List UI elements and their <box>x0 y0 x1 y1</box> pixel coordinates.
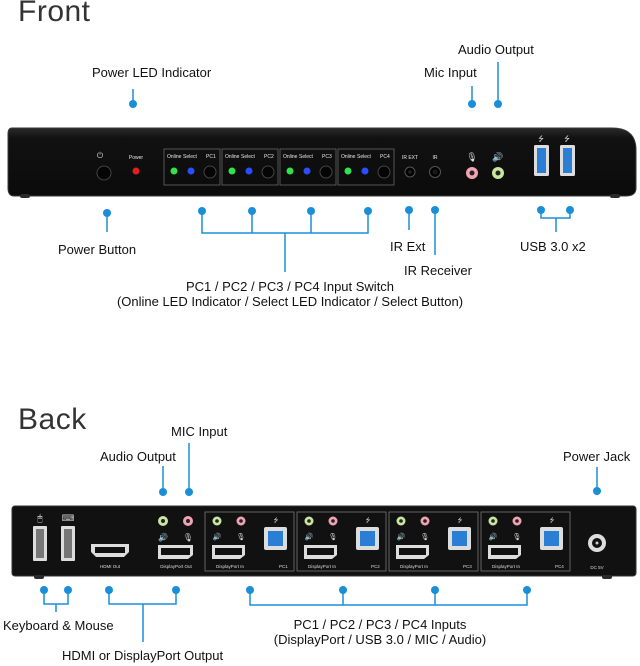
label-power-jack: Power Jack <box>563 449 631 464</box>
label-back-mic-input: MIC Input <box>171 424 228 439</box>
svg-text:PC1: PC1 <box>279 564 288 569</box>
svg-text:IR EXT: IR EXT <box>402 155 418 161</box>
svg-text:🔊: 🔊 <box>305 532 314 541</box>
svg-text:Online: Online <box>167 154 182 160</box>
label-hdmi-dp-output: HDMI or DisplayPort Output <box>62 648 224 663</box>
usb-icon: ⭍ <box>538 135 544 143</box>
svg-text:🎙: 🎙 <box>237 533 246 541</box>
pc-switch-group-4: Online Select PC4 <box>337 148 395 186</box>
svg-text:DisplayPort In: DisplayPort In <box>216 564 245 569</box>
svg-text:🎙: 🎙 <box>513 533 522 541</box>
hdmi-out-port: HDMI Out <box>91 544 129 569</box>
pc-input-group-4: 🔊 🎙 ⭍ DisplayPort In PC4 <box>480 511 571 572</box>
dc-power-jack-hw: DC 5V <box>588 534 606 570</box>
ir-receiver-hw: IR <box>429 155 441 178</box>
label-back-audio-output: Audio Output <box>100 449 176 464</box>
speaker-icon: 🔊 <box>158 532 168 542</box>
label-power-led-indicator: Power LED Indicator <box>92 65 212 80</box>
svg-text:PC4: PC4 <box>555 564 564 569</box>
label-front-mic-input: Mic Input <box>424 65 477 80</box>
power-button-hw: ⏻ <box>96 151 112 181</box>
svg-text:PC2: PC2 <box>264 154 274 160</box>
svg-text:Online: Online <box>283 154 298 160</box>
svg-text:Select: Select <box>299 154 314 160</box>
svg-text:HDMI Out: HDMI Out <box>100 564 121 569</box>
mouse-icon: 🖱 <box>37 513 43 523</box>
svg-text:🎙: 🎙 <box>329 533 338 541</box>
svg-text:🔊: 🔊 <box>489 532 498 541</box>
front-heading: Front <box>18 0 91 28</box>
svg-text:Online: Online <box>225 154 240 160</box>
front-audio-jack-hw: 🔊 <box>492 151 504 179</box>
speaker-icon: 🔊 <box>492 151 503 163</box>
usb-icon: ⭍ <box>564 135 570 143</box>
svg-text:PC3: PC3 <box>322 154 332 160</box>
svg-text:PC1: PC1 <box>206 154 216 160</box>
label-keyboard-mouse: Keyboard & Mouse <box>3 618 114 633</box>
svg-text:Online: Online <box>341 154 356 160</box>
label-pc-inputs: PC1 / PC2 / PC3 / PC4 Inputs <box>293 617 467 632</box>
svg-text:Select: Select <box>241 154 256 160</box>
pc-switch-group-1: Online Select PC1 <box>163 148 221 186</box>
label-ir-ext: IR Ext <box>390 239 426 254</box>
svg-text:🔊: 🔊 <box>213 532 222 541</box>
label-ir-receiver: IR Receiver <box>404 263 472 278</box>
back-heading: Back <box>18 403 87 436</box>
back-callouts <box>40 443 601 642</box>
ir-ext-port-hw: IR EXT <box>402 155 418 178</box>
front-callouts <box>103 62 574 272</box>
keyboard-icon: ⌨ <box>62 513 75 523</box>
power-symbol-icon: ⏻ <box>97 151 104 160</box>
label-pc-input-switch: PC1 / PC2 / PC3 / PC4 Input Switch <box>185 279 395 294</box>
mic-icon: 🎙 <box>466 152 477 162</box>
svg-text:⭍: ⭍ <box>458 516 463 524</box>
svg-text:Select: Select <box>357 154 372 160</box>
label-front-audio-output: Audio Output <box>458 42 534 57</box>
power-led-text: Power <box>129 155 144 161</box>
dp-out-port: 🔊 🎙 DisplayPort Out <box>158 516 193 569</box>
label-pc-inputs-detail: (DisplayPort / USB 3.0 / MIC / Audio) <box>273 632 487 647</box>
front-chassis <box>7 127 637 198</box>
svg-text:Select: Select <box>183 154 198 160</box>
svg-text:DisplayPort Out: DisplayPort Out <box>160 564 192 569</box>
svg-text:🔊: 🔊 <box>397 532 406 541</box>
svg-text:PC3: PC3 <box>463 564 472 569</box>
svg-text:PC4: PC4 <box>380 154 390 160</box>
svg-text:⭍: ⭍ <box>550 516 555 524</box>
svg-text:DC 5V: DC 5V <box>590 565 603 570</box>
front-mic-jack-hw: 🎙 <box>466 152 478 179</box>
svg-text:DisplayPort In: DisplayPort In <box>400 564 429 569</box>
power-led-hw: Power <box>129 155 144 175</box>
label-power-button: Power Button <box>58 242 137 257</box>
svg-text:IR: IR <box>433 155 438 161</box>
label-usb-3-0: USB 3.0 x2 <box>520 239 586 254</box>
front-usb-port-1: ⭍ <box>534 135 549 176</box>
svg-text:DisplayPort In: DisplayPort In <box>308 564 337 569</box>
label-pc-switch-detail: (Online LED Indicator / Select LED Indic… <box>116 294 464 309</box>
usb-icon: ⭍ <box>274 516 279 524</box>
svg-text:⭍: ⭍ <box>366 516 371 524</box>
svg-text:DisplayPort In: DisplayPort In <box>492 564 521 569</box>
pc-input-group-1: 🔊 🎙 ⭍ DisplayPort In PC1 <box>204 511 295 572</box>
svg-text:🎙: 🎙 <box>421 533 430 541</box>
pc-input-group-3: 🔊 🎙 ⭍ DisplayPort In PC3 <box>388 511 479 572</box>
pc-input-group-2: 🔊 🎙 ⭍ DisplayPort In PC2 <box>296 511 387 572</box>
mic-icon: 🎙 <box>183 533 193 542</box>
pc-switch-group-3: Online Select PC3 <box>279 148 337 186</box>
pc-switch-group-2: Online Select PC2 <box>221 148 279 186</box>
back-kbm-ports: 🖱 ⌨ <box>33 513 75 561</box>
front-usb-port-2: ⭍ <box>560 135 575 176</box>
svg-text:PC2: PC2 <box>371 564 380 569</box>
